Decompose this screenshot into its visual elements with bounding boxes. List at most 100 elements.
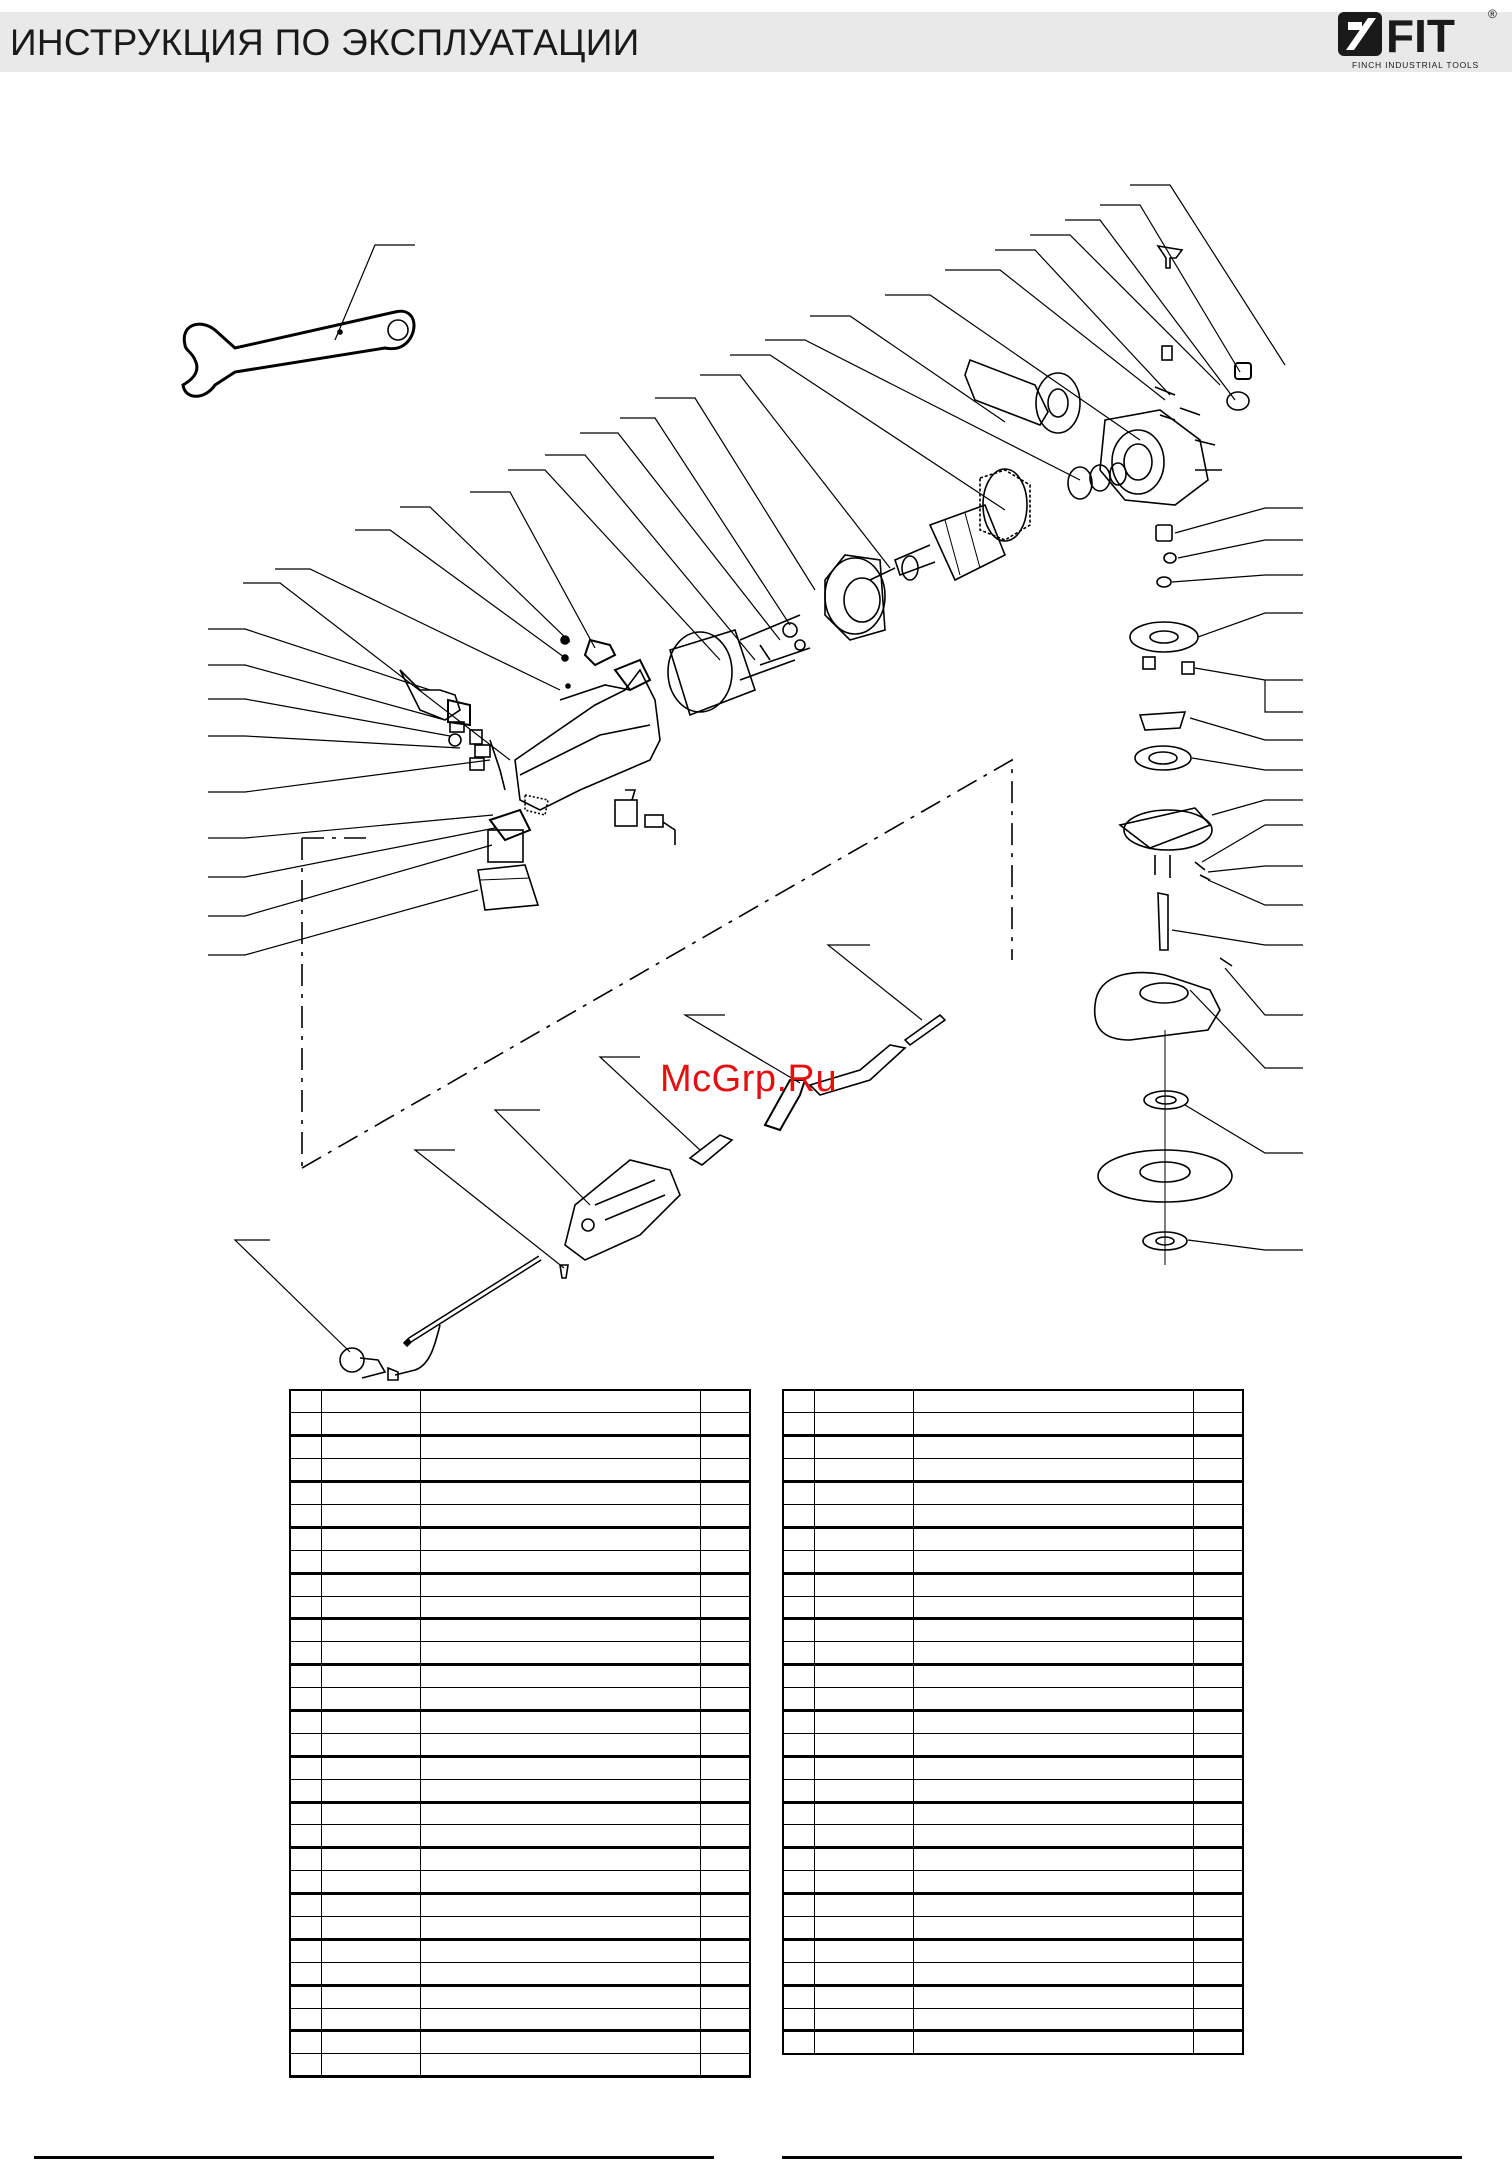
table-cell [782,1595,815,1621]
table-cell [419,1618,701,1643]
table-cell [699,1389,751,1414]
table-cell [1192,1572,1244,1597]
footer-rule-left [34,2156,714,2159]
table-cell [320,1824,421,1850]
table-cell [912,1481,1194,1505]
table-cell [813,1709,914,1734]
table-row [782,1938,1244,1963]
table-cell [782,2007,815,2033]
power-cord-icon [339,1255,542,1381]
table-cell [699,1915,751,1941]
table-row [782,1824,1244,1850]
table-cell [813,1732,914,1758]
table-row [782,1572,1244,1597]
table-cell [419,1732,701,1758]
table-cell [320,1847,421,1872]
table-row [782,1961,1244,1987]
table-cell [813,1481,914,1505]
field-coil-icon [477,794,549,911]
table-cell [782,1664,815,1689]
table-row [289,1938,751,1963]
table-cell [320,1503,421,1529]
table-cell [1192,1732,1244,1758]
table-cell [912,1389,1194,1414]
table-cell [813,1412,914,1438]
table-cell [289,1732,322,1758]
table-cell [419,1778,701,1804]
table-cell [289,2007,322,2033]
table-row [289,1893,751,1917]
parts-table-left [289,1389,751,2079]
table-cell [813,1870,914,1896]
table-row [782,2030,1244,2055]
table-cell [1192,1687,1244,1712]
table-cell [289,1984,322,2009]
table-cell [289,1893,322,1917]
table-cell [699,2007,751,2033]
lock-screw-icon [1156,244,1184,269]
table-cell [813,1458,914,1484]
table-cell [912,1938,1194,1963]
logo-wordmark: FIT [1386,10,1455,62]
table-cell [912,1641,1194,1667]
table-cell [912,1961,1194,1987]
table-cell [1192,2007,1244,2033]
table-cell [782,1709,815,1734]
table-cell [289,1915,322,1941]
table-cell [419,1572,701,1597]
table-cell [320,1755,421,1780]
fit-logo: FIT ® FINCH INDUSTRIAL TOOLS [1338,7,1497,70]
table-cell [699,1526,751,1551]
table-cell [1192,1709,1244,1734]
table-row [782,1526,1244,1551]
table-cell [782,1549,815,1575]
callout-leaders [208,184,1286,956]
table-cell [419,1824,701,1850]
table-cell [320,2007,421,2033]
table-cell [419,1526,701,1551]
table-cell [289,1503,322,1529]
table-cell [320,1938,421,1963]
table-cell [289,1641,322,1667]
table-cell [320,1549,421,1575]
table-cell [320,1641,421,1667]
table-cell [782,1801,815,1826]
table-cell [782,1915,815,1941]
table-cell [912,1412,1194,1438]
baffle-icon [824,554,886,641]
table-cell [1192,1938,1244,1963]
table-cell [419,1595,701,1621]
registered-mark: ® [1488,7,1497,21]
table-cell [782,1824,815,1850]
table-row [289,1412,751,1438]
table-cell [813,1824,914,1850]
table-row [782,1984,1244,2009]
table-cell [289,1389,322,1414]
table-cell [912,1984,1194,2009]
table-cell [782,1687,815,1712]
parts-table-left-body [289,1389,751,2079]
table-cell [813,1961,914,1987]
table-cell [1192,1595,1244,1621]
table-cell [813,1938,914,1963]
table-row [289,1984,751,2009]
table-row [289,1870,751,1896]
wheel-guard-icon [1093,971,1221,1041]
table-cell [289,1572,322,1597]
table-row [289,1824,751,1850]
table-cell [320,1961,421,1987]
table-row [782,1641,1244,1667]
table-row [289,1572,751,1597]
table-cell [289,1709,322,1734]
table-row [782,1664,1244,1689]
table-cell [289,1938,322,1963]
table-cell [699,1732,751,1758]
table-cell [419,1755,701,1780]
table-cell [813,1435,914,1460]
table-row [782,1389,1244,1414]
table-cell [699,1641,751,1667]
table-cell [813,1755,914,1780]
table-cell [912,1435,1194,1460]
table-cell [782,1755,815,1780]
table-cell [699,1755,751,1780]
